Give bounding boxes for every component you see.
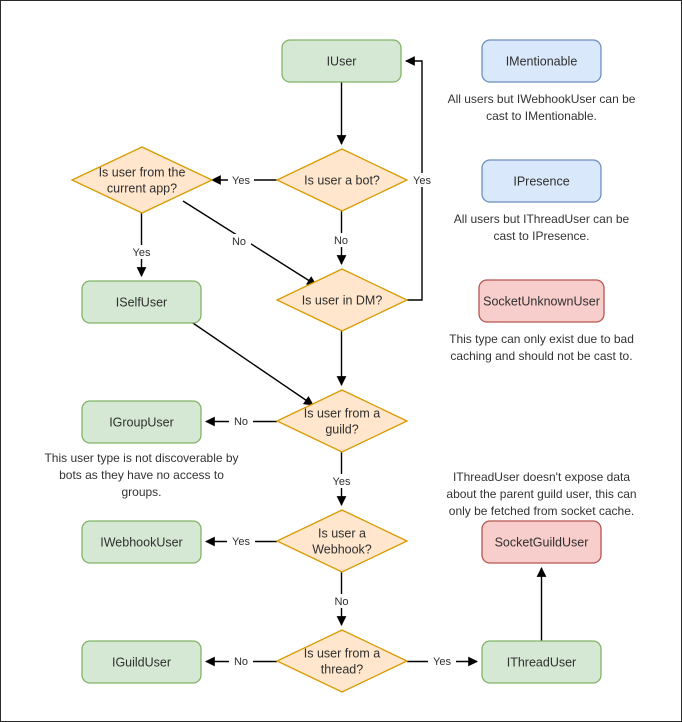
- edge-label-iswebhook-yes: Yes: [232, 536, 250, 548]
- node-label-ipresence: IPresence: [513, 174, 569, 188]
- node-label-iscurapp-line2: current app?: [107, 181, 177, 195]
- node-socketunknownuser[interactable]: SocketUnknownUser: [478, 279, 605, 323]
- note-ipresence-line1: All users but IThreadUser can be: [454, 212, 630, 226]
- edge-label-isbot-yes: Yes: [232, 175, 250, 187]
- edge-label-isdm-yes: Yes: [413, 175, 431, 187]
- node-label-iswebhook-line1: Is user a: [318, 526, 366, 540]
- note-ipresence: All users but IThreadUser can be cast to…: [454, 212, 630, 243]
- edge-label-isthread-no: No: [234, 656, 248, 668]
- note-igroupuser-line2: bots as they have no access to: [59, 468, 224, 482]
- node-is-user-a-webhook[interactable]: Is user a Webhook?: [275, 509, 409, 573]
- edge-label-bg: [128, 245, 155, 259]
- node-ipresence[interactable]: IPresence: [481, 159, 602, 203]
- note-socketunknownuser-line1: This type can only exist due to bad: [449, 332, 634, 346]
- edge-label-isguild-no: No: [234, 416, 248, 428]
- node-label-isguild-line2: guild?: [325, 422, 358, 436]
- node-label-isthread-line2: thread?: [321, 662, 363, 676]
- node-imentionable[interactable]: IMentionable: [481, 39, 602, 83]
- edge-label-iscurapp-no: No: [232, 236, 246, 248]
- node-label-iselfuser: ISelfUser: [116, 295, 167, 309]
- edge-label-iswebhook-no: No: [334, 596, 348, 608]
- node-is-user-in-dm[interactable]: Is user in DM?: [275, 268, 409, 332]
- note-igroupuser: This user type is not discoverable by bo…: [44, 451, 238, 499]
- node-label-isthread-line1: Is user from a: [304, 646, 380, 660]
- edge-label-bg: [428, 654, 456, 668]
- node-iselfuser[interactable]: ISelfUser: [81, 280, 202, 324]
- edge-label-bg: [228, 173, 254, 187]
- node-is-user-from-a-guild[interactable]: Is user from a guild?: [275, 389, 409, 453]
- edge-label-bg: [227, 234, 251, 248]
- edge-label-isthread-yes: Yes: [433, 656, 451, 668]
- node-label-iguilduser: IGuildUser: [112, 655, 171, 669]
- edge-label-isguild-yes: Yes: [333, 476, 351, 488]
- note-socketguilduser-line3: only be fetched from socket cache.: [449, 504, 634, 518]
- edge-label-bg: [229, 654, 253, 668]
- edge-label-bg: [328, 474, 355, 488]
- node-label-isbot: Is user a bot?: [304, 173, 380, 187]
- note-imentionable-line2: cast to IMentionable.: [486, 109, 597, 123]
- node-label-iswebhook-line2: Webhook?: [312, 542, 372, 556]
- note-igroupuser-line1: This user type is not discoverable by: [44, 451, 238, 465]
- note-socketguilduser-line1: IThreadUser doesn't expose data: [453, 470, 630, 484]
- node-ithreaduser[interactable]: IThreadUser: [481, 640, 602, 684]
- node-label-iuser: IUser: [327, 54, 357, 68]
- edge-label-bg: [329, 233, 353, 247]
- node-is-user-from-current-app[interactable]: Is user from the current app?: [70, 146, 214, 214]
- edge-iselfuser-isguild: [186, 318, 314, 406]
- node-label-imentionable: IMentionable: [506, 54, 578, 68]
- note-socketguilduser: IThreadUser doesn't expose data about th…: [446, 470, 636, 518]
- node-socketguilduser[interactable]: SocketGuildUser: [481, 520, 602, 564]
- edge-label-iscurapp-yes: Yes: [133, 247, 151, 259]
- node-label-igroupuser: IGroupUser: [109, 415, 174, 429]
- nodes-layer: IUser Is user a bot? Is user from the cu…: [70, 39, 605, 693]
- node-igroupuser[interactable]: IGroupUser: [81, 400, 202, 444]
- edge-label-bg: [229, 414, 253, 428]
- node-label-socketunknownuser: SocketUnknownUser: [483, 294, 600, 308]
- note-socketguilduser-line2: about the parent guild user, this can: [446, 487, 636, 501]
- edge-label-isbot-no: No: [334, 235, 348, 247]
- edges-layer: Is user from the current app? --> Yes Is…: [128, 56, 547, 668]
- edge-label-bg: [329, 594, 353, 608]
- annotations-layer: All users but IWebhookUser can be cast t…: [44, 92, 636, 518]
- node-label-isdm: Is user in DM?: [302, 293, 383, 307]
- node-label-isguild-line1: Is user from a: [304, 406, 380, 420]
- node-is-user-from-a-thread[interactable]: Is user from a thread?: [275, 629, 409, 693]
- node-iuser[interactable]: IUser: [281, 39, 402, 83]
- edge-label-bg: [227, 534, 255, 548]
- node-label-ithreaduser: IThreadUser: [507, 655, 576, 669]
- node-label-iwebhookuser: IWebhookUser: [100, 535, 182, 549]
- note-socketunknownuser: This type can only exist due to bad cach…: [449, 332, 634, 363]
- note-imentionable: All users but IWebhookUser can be cast t…: [448, 92, 636, 123]
- note-socketunknownuser-line2: caching and should not be cast to.: [450, 349, 632, 363]
- edge-label-bg: [409, 173, 436, 187]
- node-is-user-a-bot[interactable]: Is user a bot?: [275, 148, 409, 212]
- note-imentionable-line1: All users but IWebhookUser can be: [448, 92, 636, 106]
- note-igroupuser-line3: groups.: [121, 485, 161, 499]
- note-ipresence-line2: cast to IPresence.: [493, 229, 589, 243]
- node-iguilduser[interactable]: IGuildUser: [81, 640, 202, 684]
- node-label-socketguilduser: SocketGuildUser: [495, 535, 589, 549]
- node-label-iscurapp-line1: Is user from the: [99, 165, 186, 179]
- node-iwebhookuser[interactable]: IWebhookUser: [81, 520, 202, 564]
